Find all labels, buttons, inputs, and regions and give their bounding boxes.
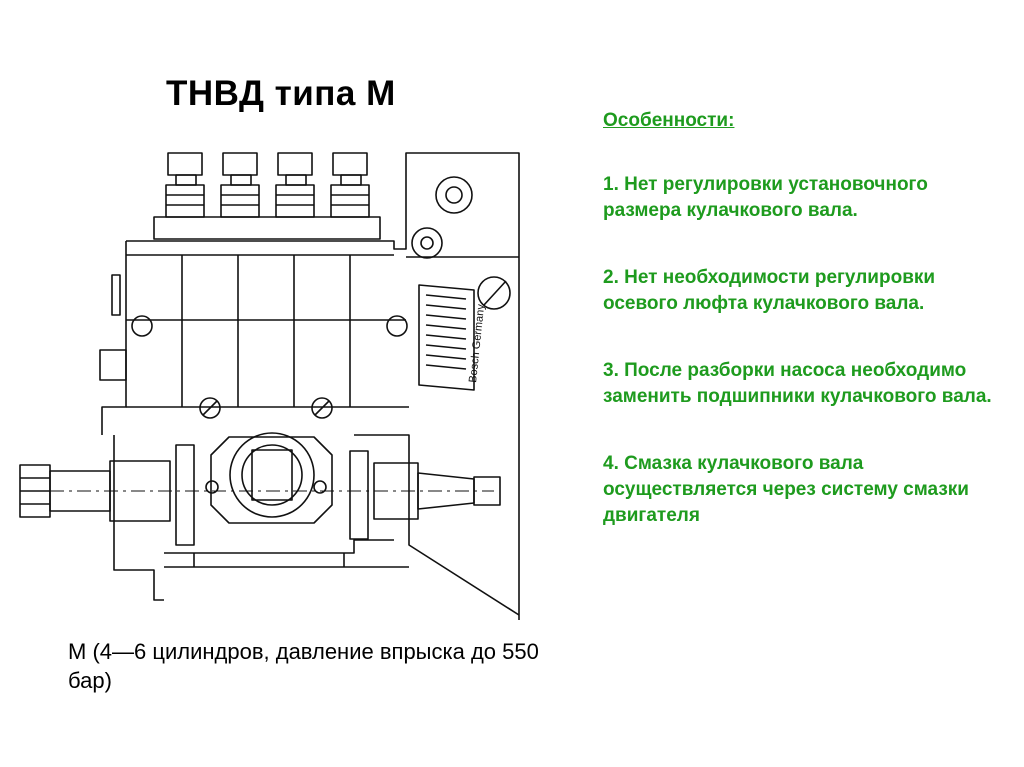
feature-item: 3. После разборки насоса необходимо заме…: [603, 360, 992, 407]
feature-item: 2. Нет необходимости регулировки осевого…: [603, 267, 936, 314]
feature-item: 4. Смазка кулачкового вала осуществляетс…: [603, 453, 969, 526]
slide-title: ТНВД типа М: [166, 74, 396, 113]
camshaft: [19, 432, 520, 616]
features-panel: Особенности: 1. Нет регулировки установо…: [603, 108, 1003, 529]
injection-pump-drawing: Bosch Germany: [19, 152, 520, 620]
feature-item: 1. Нет регулировки установочного размера…: [603, 174, 928, 221]
plate-text: Bosch Germany: [467, 303, 487, 383]
features-heading: Особенности:: [603, 110, 735, 131]
pump-housing: [99, 152, 520, 620]
slide-caption: М (4—6 цилиндров, давление впрыска до 55…: [68, 639, 539, 693]
valve-holders: [153, 152, 381, 240]
name-plate: Bosch Germany: [418, 284, 487, 391]
